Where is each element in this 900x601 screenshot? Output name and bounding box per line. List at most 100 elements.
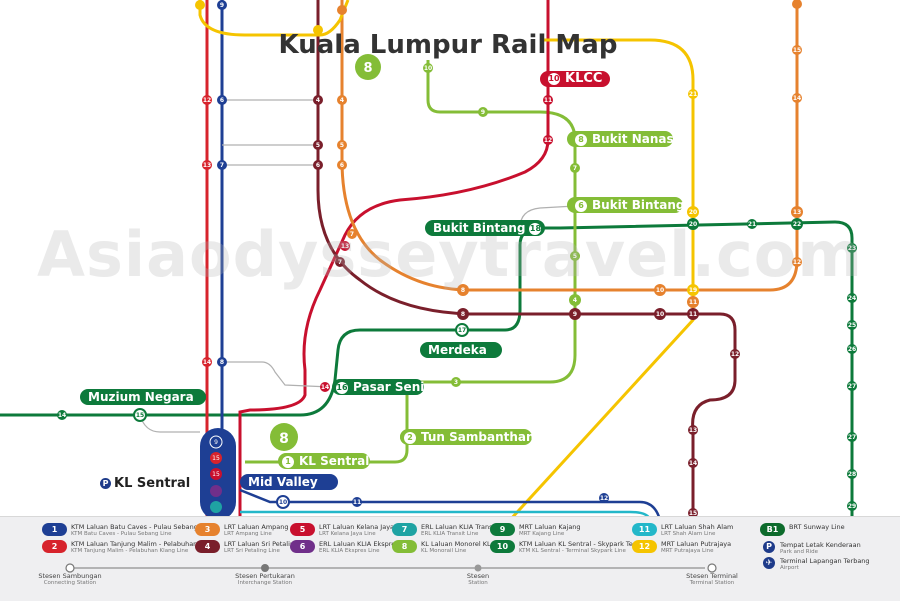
- station-label-merdeka[interactable]: Merdeka: [420, 342, 502, 358]
- station-num: 11: [353, 499, 361, 506]
- station-type-label: Stesen Sambungan: [38, 572, 102, 580]
- station-num: 19: [689, 287, 697, 294]
- legend-line-name: ERL Laluan KLIA Ekspres: [319, 540, 399, 548]
- legend-line-name: Tempat Letak Kenderaan: [780, 541, 861, 549]
- ktm-bottom-line: [239, 488, 662, 521]
- legend-line-name: KL Laluan Monorel KL: [421, 540, 491, 548]
- station-num: 4: [573, 297, 577, 304]
- legend-line-name-en: ERL KLIA Transit Line: [421, 531, 479, 537]
- station-num: 12: [544, 137, 552, 144]
- putrajaya-line: [198, 0, 350, 37]
- station-num: 17: [458, 327, 466, 334]
- legend-line-name-en: KTM Batu Caves - Pulau Sebang Line: [71, 531, 172, 537]
- station-num: 14: [321, 384, 329, 391]
- legend-line-name: MRT Laluan Putrajaya: [661, 540, 732, 548]
- station-type-label-en: Interchange Station: [237, 580, 293, 586]
- station-name: Muzium Negara: [88, 390, 194, 404]
- station-num: 20: [689, 209, 697, 216]
- legend-line-badge: 3: [195, 523, 220, 536]
- station-num: 13: [203, 162, 211, 169]
- station-num: 10: [656, 311, 664, 318]
- legend-line-name-en: KTM KL Sentral - Terminal Skypark Line: [519, 548, 626, 554]
- station-num: 7: [573, 165, 577, 172]
- station-label-kl-sentral-monorail[interactable]: 1 KL Sentral: [278, 453, 370, 469]
- station-type-label-en: Terminal Station: [689, 580, 735, 586]
- station-num: 15: [793, 47, 801, 54]
- legend: [0, 516, 900, 601]
- station-code: 16: [336, 382, 348, 394]
- station-num: 15: [689, 510, 697, 517]
- station-label-muzium-negara[interactable]: Muzium Negara: [80, 389, 206, 405]
- hub-code: 15: [212, 471, 220, 478]
- station-num: 28: [848, 471, 856, 478]
- legend-line-badge: 9: [490, 523, 515, 536]
- station-type-line: [65, 563, 717, 573]
- station-num: 14: [689, 460, 697, 467]
- monorail-line: [245, 60, 577, 464]
- station-name: Merdeka: [428, 343, 487, 357]
- legend-line-badge: 11: [632, 523, 657, 536]
- station-name: Pasar Seni: [353, 380, 425, 394]
- legend-line-badge: 8: [392, 540, 417, 553]
- station-code: 1: [282, 456, 294, 468]
- monorail-badge: [355, 54, 381, 80]
- station-num: 14: [58, 412, 66, 419]
- station-num: 14: [793, 95, 801, 102]
- station-num: 27: [848, 434, 856, 441]
- station-number-labels: 11 12 12 6 4 4 5 5 13 7 6 6 7 13 7 9 10 …: [58, 2, 856, 517]
- station-num: 12: [731, 351, 739, 358]
- station-label-pasar-seni[interactable]: 16 Pasar Seni: [332, 379, 424, 395]
- station-code: 8: [575, 134, 587, 146]
- station-type-label-en: Connecting Station: [43, 580, 97, 586]
- station-num: 6: [220, 97, 224, 104]
- legend-line-name-en: MRT Putrajaya Line: [661, 548, 714, 554]
- station-num: 22: [793, 221, 801, 228]
- monorail-badge-sentral-num: 8: [279, 431, 289, 447]
- station-num: 9: [220, 2, 224, 9]
- station-num: 20: [689, 221, 697, 228]
- putrajaya-line-east: [508, 38, 695, 522]
- station-label-klcc[interactable]: 10 KLCC: [540, 71, 611, 87]
- station-name: KLCC: [565, 71, 603, 86]
- legend-line-name: MRT Laluan Kajang: [519, 523, 581, 531]
- station-name: Bukit Bintang: [433, 221, 526, 235]
- ampang-line: [340, 0, 799, 292]
- station-num: 8: [220, 359, 224, 366]
- station-num: 11: [689, 299, 697, 306]
- kelana-jaya-line: [238, 0, 550, 520]
- station-type-label: Stesen Terminal: [686, 572, 738, 580]
- station-num: 6: [340, 162, 344, 169]
- station-dots: [57, 0, 857, 518]
- station-num: 3: [454, 379, 458, 386]
- legend-line-badge: 2: [42, 540, 67, 553]
- legend-line-name-en: LRT Shah Alam Line: [661, 531, 716, 537]
- monorail-badge-num: 8: [363, 61, 372, 76]
- legend-line-name: LRT Laluan Shah Alam: [661, 523, 734, 531]
- legend-line-name: KTM Laluan KL Sentral - Skypark Terminal: [519, 540, 654, 548]
- legend-line-badge: 4: [195, 540, 220, 553]
- legend-line-name: KTM Laluan Tanjung Malim - Pelabuhan Kla…: [71, 540, 218, 548]
- legend-line-name: LRT Laluan Sri Petaling: [224, 540, 299, 548]
- station-num: 8: [461, 311, 465, 318]
- station-code: 18: [529, 223, 542, 235]
- station-num: 13: [341, 243, 349, 250]
- station-num: 13: [793, 209, 801, 216]
- station-num: 5: [573, 253, 577, 260]
- monorail-badge-sentral: [270, 423, 298, 451]
- hub-code: 9: [214, 439, 218, 446]
- station-num: 4: [316, 97, 320, 104]
- legend-line-name-en: MRT Kajang Line: [519, 531, 565, 537]
- legend-line-badge: P: [763, 541, 775, 553]
- station-num: 12: [600, 495, 608, 502]
- station-num: 9: [481, 109, 485, 116]
- station-label-mid-valley[interactable]: Mid Valley: [240, 474, 338, 490]
- station-code: 10: [548, 73, 560, 85]
- station-num: 10: [279, 499, 287, 506]
- station-name: KL Sentral: [299, 454, 370, 468]
